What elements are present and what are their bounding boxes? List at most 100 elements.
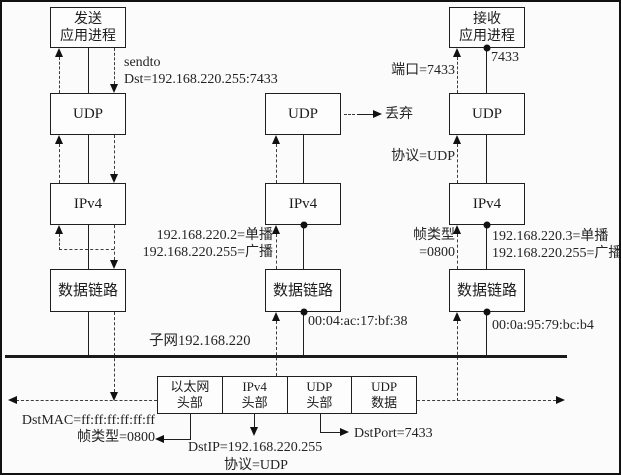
sender-loopback-line xyxy=(59,234,60,250)
sender-link-line xyxy=(88,225,89,269)
frame-cell-label: 头部 xyxy=(306,395,333,410)
ethernet-frame-box: 以太网 头部 IPv4 头部 UDP 头部 UDP 数据 xyxy=(157,376,417,414)
subnet-wire-line xyxy=(5,355,567,358)
down-arrowhead xyxy=(110,84,118,93)
middle-ipv4-label: IPv4 xyxy=(288,196,318,212)
sender-down-path-line xyxy=(114,48,115,84)
dst-mac-label: DstMAC=ff:ff:ff:ff:ff:ff 帧类型=0800 xyxy=(12,412,155,446)
sender-link-line xyxy=(88,135,89,183)
middle-broadcast-label: 192.168.220.255=广播 xyxy=(142,245,273,260)
broadcast-wire-line xyxy=(417,400,556,401)
down-arrowhead xyxy=(110,174,118,183)
demux-dot xyxy=(300,221,308,229)
socket-dot xyxy=(483,44,491,52)
up-arrowhead xyxy=(272,135,280,144)
demux-dot xyxy=(483,308,491,316)
subnet-label: 子网192.168.220 xyxy=(149,333,251,349)
sender-udp-box: UDP xyxy=(50,93,126,135)
frame-cell-label: 以太网 xyxy=(170,379,210,394)
frame-cell-udp-data: UDP 数据 xyxy=(352,377,416,413)
receiver-up-path-line xyxy=(457,57,458,93)
up-arrowhead xyxy=(55,48,63,57)
up-arrowhead xyxy=(55,225,63,234)
sender-ipv4-box: IPv4 xyxy=(50,183,126,225)
middle-unicast-label: 192.168.220.2=单播 xyxy=(156,228,273,243)
discard-label: 丢弃 xyxy=(385,107,413,122)
sendto-call-label: sendto Dst=192.168.220.255:7433 xyxy=(124,54,278,88)
udp-callout-line xyxy=(320,414,321,433)
middle-link-line xyxy=(303,312,304,356)
receiver-app-box: 接收 应用进程 xyxy=(449,7,525,48)
right-arrowhead xyxy=(340,427,349,436)
receiver-link-line xyxy=(486,225,487,269)
middle-datalink-box: 数据链路 xyxy=(265,269,341,312)
frame-cell-label: 头部 xyxy=(176,395,203,410)
receiver-mac-label: 00:0a:95:79:bc:b4 xyxy=(492,318,594,333)
sender-datalink-label: 数据链路 xyxy=(57,282,118,299)
right-arrowhead xyxy=(556,395,565,404)
middle-mac-label: 00:04:ac:17:bf:38 xyxy=(308,314,408,329)
frame-cell-label: UDP xyxy=(306,379,333,394)
up-arrowhead xyxy=(453,225,461,234)
dst-mac-value: DstMAC=ff:ff:ff:ff:ff:ff xyxy=(21,413,155,428)
receiver-udp-label: UDP xyxy=(471,106,502,122)
sender-link-line xyxy=(88,48,89,93)
frame-cell-label: UDP xyxy=(371,379,398,394)
up-arrowhead xyxy=(453,312,461,321)
middle-udp-box: UDP xyxy=(265,93,341,135)
sender-ipv4-label: IPv4 xyxy=(73,196,103,212)
frame-type-value: 帧类型=0800 xyxy=(77,430,155,445)
sender-app-box: 发送 应用进程 xyxy=(50,7,126,48)
receiver-ipv4-box: IPv4 xyxy=(449,183,525,225)
receiver-up-path-line xyxy=(457,321,458,401)
sendto-line2: Dst=192.168.220.255:7433 xyxy=(124,72,278,87)
middle-datalink-label: 数据链路 xyxy=(272,282,333,299)
receiver-unicast-label: 192.168.220.3=单播 xyxy=(492,229,609,244)
udp-callout-line xyxy=(320,432,341,433)
left-arrowhead xyxy=(155,434,164,443)
sender-loopback-line xyxy=(59,144,60,183)
receiver-ip-addresses-label: 192.168.220.3=单播 192.168.220.255=广播 xyxy=(492,228,621,262)
down-arrowhead xyxy=(250,427,258,436)
dst-ip-label: DstIP=192.168.220.255 xyxy=(188,440,323,455)
sender-down-path-line xyxy=(114,312,115,392)
receiver-protocol-label: 协议=UDP xyxy=(391,149,455,164)
broadcast-wire-line xyxy=(16,400,157,401)
receiver-up-path-line xyxy=(457,144,458,183)
sender-datalink-box: 数据链路 xyxy=(50,269,126,312)
ipv4-callout-line xyxy=(254,414,255,428)
discard-arrow-line xyxy=(357,114,374,115)
up-arrowhead xyxy=(453,48,461,57)
receiver-link-line xyxy=(486,48,487,93)
sender-app-label-line1: 发送 xyxy=(74,11,102,27)
frame-cell-label: IPv4 xyxy=(242,379,267,394)
middle-ipv4-box: IPv4 xyxy=(265,183,341,225)
receiver-datalink-box: 数据链路 xyxy=(449,269,525,312)
sender-loopback-line xyxy=(59,57,60,93)
receiver-datalink-label: 数据链路 xyxy=(456,282,517,299)
frame-type-line1: 帧类型 xyxy=(413,228,455,243)
receiver-broadcast-label: 192.168.220.255=广播 xyxy=(492,246,621,261)
frame-cell-ethernet-header: 以太网 头部 xyxy=(158,377,223,413)
ethernet-callout-line xyxy=(190,414,191,440)
middle-up-path-line xyxy=(276,234,277,269)
receiver-socket-port-label: 7433 xyxy=(491,50,519,65)
ethernet-callout-line xyxy=(164,439,191,440)
receiver-link-line xyxy=(486,135,487,183)
discard-arrow-line xyxy=(344,114,355,115)
demux-dot xyxy=(300,308,308,316)
down-arrowhead xyxy=(110,260,118,269)
receiver-frame-type-label: 帧类型 =0800 xyxy=(392,227,455,261)
frame-cell-label: 头部 xyxy=(241,395,268,410)
sender-down-path-line xyxy=(114,135,115,174)
up-arrowhead xyxy=(55,135,63,144)
frame-cell-ipv4-header: IPv4 头部 xyxy=(223,377,288,413)
sender-down-path-line xyxy=(114,225,115,260)
demux-dot xyxy=(483,221,491,229)
sender-loopback-branch-line xyxy=(59,249,114,250)
up-arrowhead xyxy=(453,135,461,144)
up-arrowhead xyxy=(272,225,280,234)
middle-ip-addresses-label: 192.168.220.2=单播 192.168.220.255=广播 xyxy=(120,227,273,261)
middle-link-line xyxy=(303,225,304,269)
